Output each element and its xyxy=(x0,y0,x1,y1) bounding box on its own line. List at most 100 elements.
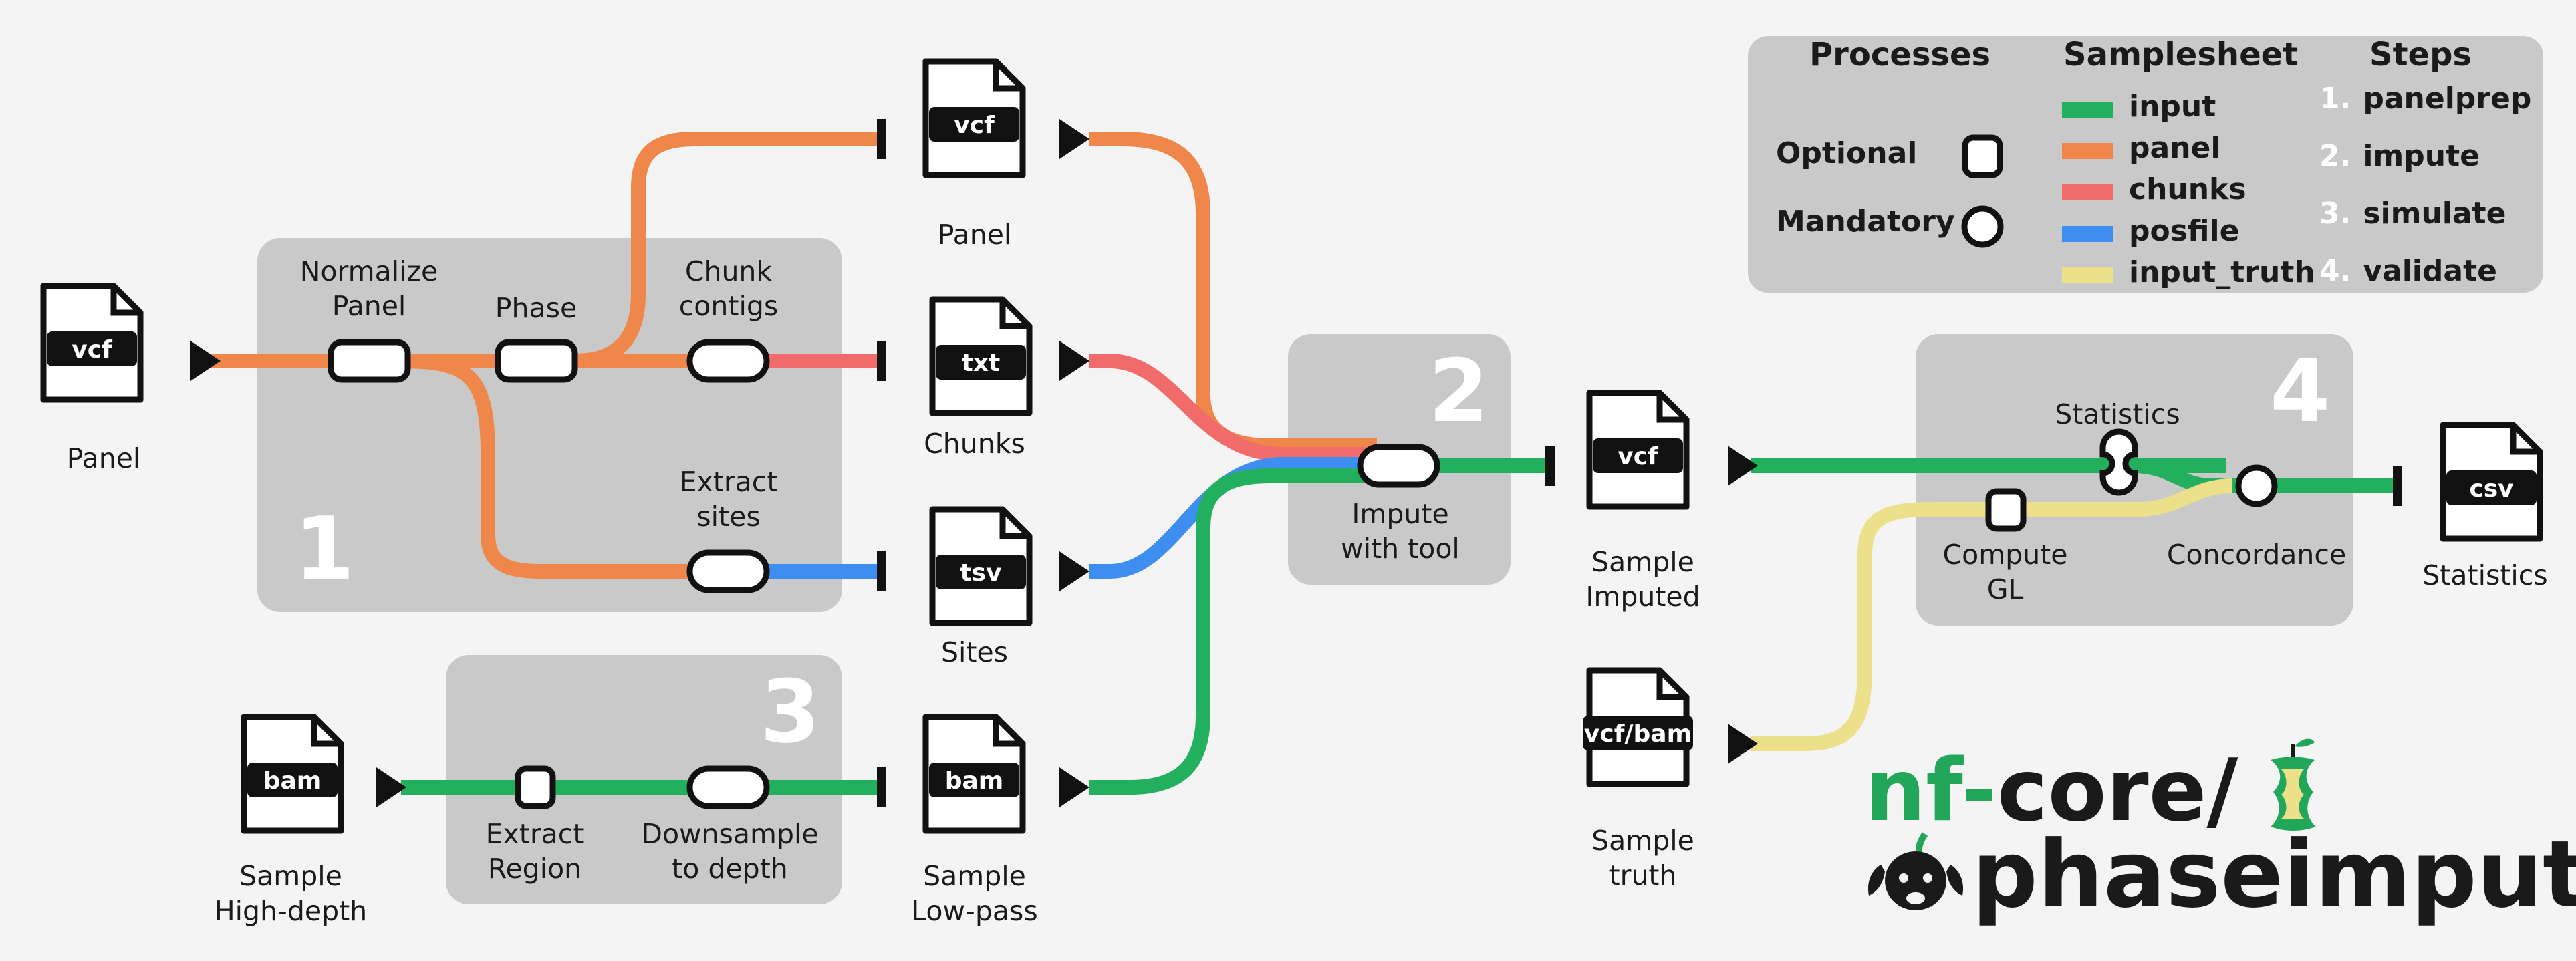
file-type-label: vcf xyxy=(954,112,995,139)
legend-step-label: simulate xyxy=(2363,196,2506,231)
node-statistics xyxy=(2099,428,2138,496)
step-4-number: 4 xyxy=(2270,340,2331,442)
legend-step-1: 1.panelprep xyxy=(2319,82,2531,116)
arrow-panel-out xyxy=(1059,119,1089,159)
caption-panel-out: Panel xyxy=(937,219,1012,251)
input-line-validate xyxy=(1751,458,2400,493)
node-downsample xyxy=(686,765,770,809)
legend-swatch-input-truth xyxy=(2062,267,2113,283)
legend-step-number: 2. xyxy=(2319,139,2351,173)
legend-step-label: validate xyxy=(2363,254,2497,288)
legend-step-number: 3. xyxy=(2319,196,2351,231)
file-high-depth: bam xyxy=(237,710,371,867)
legend-swatch-posfile xyxy=(2062,226,2113,242)
file-type-label: bam xyxy=(945,767,1004,795)
truth-line xyxy=(1751,478,2233,751)
bar-chunks xyxy=(877,341,886,381)
label-concordance: Concordance xyxy=(2166,539,2347,571)
legend-mandatory-label: Mandatory xyxy=(1776,204,1955,239)
panel-line-to-impute xyxy=(1089,132,1377,453)
file-truth: vcf/bam xyxy=(1583,664,1716,820)
legend-step-label: impute xyxy=(2363,139,2480,173)
label-phase: Phase xyxy=(495,292,577,324)
file-type-band xyxy=(936,345,1026,380)
file-panel-out: vcf xyxy=(919,55,1053,211)
file-type-band xyxy=(936,555,1026,589)
node-impute xyxy=(1357,444,1440,488)
file-type-label: vcf xyxy=(72,336,112,364)
file-panel-in: vcf xyxy=(37,279,170,436)
legend-samplesheet-label: posfile xyxy=(2129,214,2240,248)
file-type-band xyxy=(929,763,1019,797)
caption-chunks: Chunks xyxy=(924,428,1025,460)
legend-samplesheet-title: Samplesheet xyxy=(2063,36,2299,74)
file-sites: tsv xyxy=(926,503,1059,659)
legend-step-4: 4. validate xyxy=(2319,254,2497,288)
bar-statistics xyxy=(2393,466,2402,506)
arrow-chunks xyxy=(1059,341,1089,381)
panel-line-out-branch xyxy=(574,132,882,368)
posfile-line-to-impute xyxy=(1089,457,1377,579)
node-normalize-panel xyxy=(328,339,411,383)
panel-line-sites-branch xyxy=(400,354,709,579)
file-low-pass: bam xyxy=(919,710,1053,867)
caption-sites: Sites xyxy=(940,636,1009,668)
legend-swatch-panel xyxy=(2062,143,2113,159)
file-type-band xyxy=(1583,716,1693,750)
node-concordance xyxy=(2235,464,2278,507)
node-phase xyxy=(495,339,578,383)
file-type-band xyxy=(47,331,137,366)
arrow-low-pass xyxy=(1059,767,1089,807)
legend-samplesheet-label: input xyxy=(2129,90,2216,124)
arrow-panel-in xyxy=(190,341,221,381)
bar-panel-out xyxy=(877,119,886,159)
file-type-band xyxy=(247,763,338,797)
legend-mandatory-icon xyxy=(1961,205,2004,248)
file-type-label: csv xyxy=(2469,475,2513,503)
file-chunks: txt xyxy=(926,293,1059,449)
step-1-box: 1 xyxy=(257,238,842,612)
file-imputed: vcf xyxy=(1583,386,1716,543)
legend-swatch-chunks xyxy=(2062,184,2113,200)
file-type-label: txt xyxy=(962,350,1001,377)
legend-step-2: 2. impute xyxy=(2319,139,2480,173)
step-3-number: 3 xyxy=(760,661,821,763)
legend-samplesheet-label: input_truth xyxy=(2129,255,2315,289)
step-1-number: 1 xyxy=(294,498,355,599)
legend-optional-label: Optional xyxy=(1776,136,1918,170)
legend-samplesheet-label: chunks xyxy=(2129,172,2246,207)
label-statistics-process: Statistics xyxy=(2055,398,2180,430)
bar-sites xyxy=(877,551,886,591)
legend-swatch-input xyxy=(2062,102,2113,118)
file-type-label: tsv xyxy=(960,559,1001,587)
node-chunk-contigs xyxy=(686,339,770,383)
apple-core-icon xyxy=(2271,738,2316,831)
legend-process-shapes xyxy=(1961,134,2004,248)
legend-steps-title: Steps xyxy=(2369,36,2472,74)
legend-samplesheet-label: panel xyxy=(2129,131,2221,165)
node-extract-sites xyxy=(686,549,770,593)
legend-step-number: 1. xyxy=(2319,82,2351,116)
legend-optional-icon xyxy=(1962,134,2003,178)
brand-prefix: nf- xyxy=(1865,741,1997,841)
file-statistics: csv xyxy=(2436,418,2570,575)
node-compute-gl xyxy=(1985,488,2027,532)
legend-step-3: 3. simulate xyxy=(2319,196,2506,231)
arrow-high-depth xyxy=(376,767,406,807)
brand-core: core/ xyxy=(1997,741,2238,841)
step-2-number: 2 xyxy=(1428,340,1489,442)
file-type-band xyxy=(2446,470,2537,505)
legend: Processes Optional Mandatory Samplesheet… xyxy=(1748,36,2543,293)
legend-step-number: 4. xyxy=(2319,254,2351,288)
chunks-line-to-impute xyxy=(1089,354,1377,462)
brand-nf-core: nf-core/ xyxy=(1865,748,2238,834)
arrow-imputed xyxy=(1728,446,1758,486)
